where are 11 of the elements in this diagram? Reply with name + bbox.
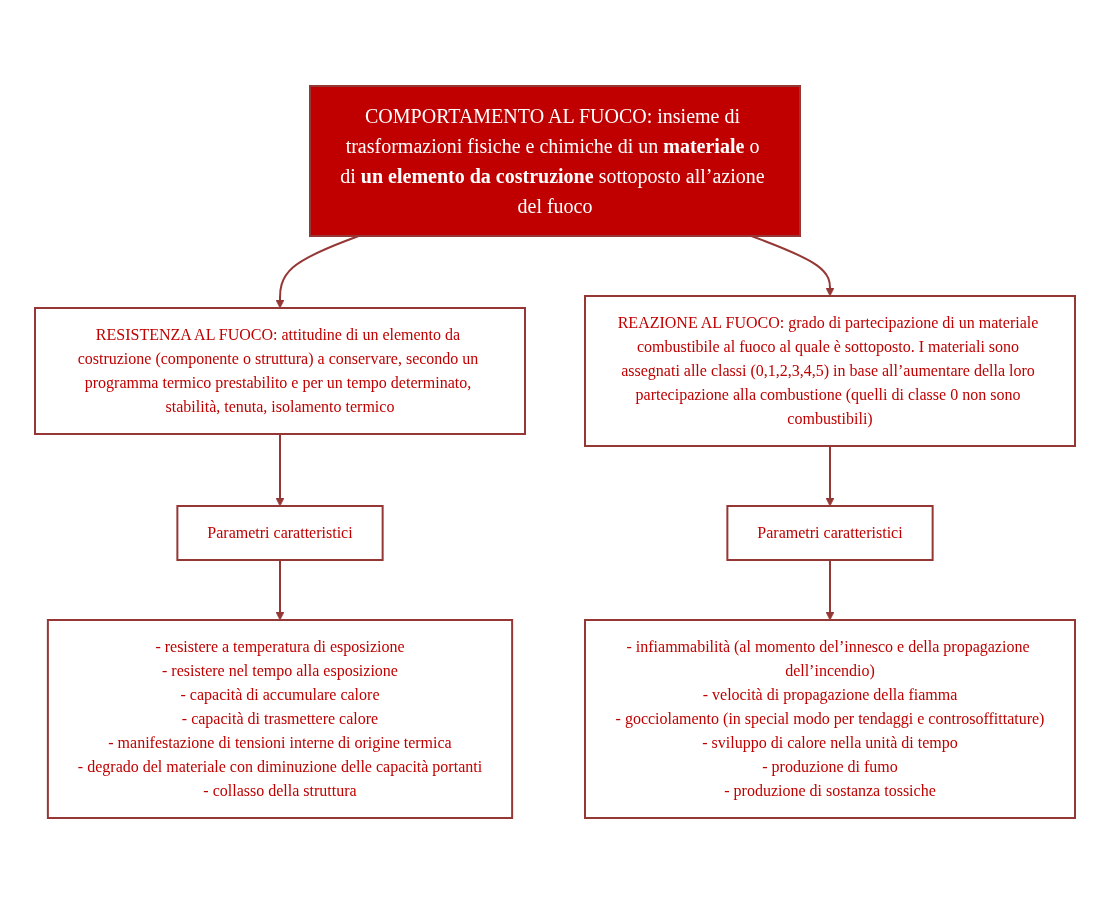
arrow	[275, 559, 284, 621]
node-box: - infiammabilità (al momento del’innesco e della propagazione dell’incendio) - velocità di propagazione della fiamma - gocciolamento (in special modo per tendaggi e controsoffittature) - sviluppo di calore nella unità di tempo - produzione di fumo - produzione di sostanza tossiche	[583, 619, 1076, 819]
arrow	[825, 445, 834, 507]
node-box: Parametri caratteristici	[175, 505, 384, 561]
node-box: REAZIONE AL FUOCO: grado di partecipazione di un materiale combustibile al fuoco al quale è sottoposto. I materiali sono assegnati alle classi (0,1,2,3,4,5) in base all’aumentare della loro partecipazione alla combustione (quelli di classe 0 non sono combustibili)	[583, 295, 1076, 447]
node-box: RESISTENZA AL FUOCO: attitudine di un elemento da costruzione (componente o struttura) a conservare, secondo un programma termico prestabilito e per un tempo determinato, stabilità, tenuta, isolamento termico	[33, 307, 526, 435]
node-box: COMPORTAMENTO AL FUOCO: insieme di trasformazioni fisiche e chimiche di un materiale o di un elemento da costruzione sottoposto all’azione del fuoco	[308, 85, 801, 237]
node-box: Parametri caratteristici	[725, 505, 934, 561]
node-box: - resistere a temperatura di esposizione - resistere nel tempo alla esposizione - capacità di accumulare calore - capacità di trasmettere calore - manifestazione di tensioni interne di origine termica - degrado del materiale con diminuzione delle capacità portanti - collasso della struttura	[46, 619, 513, 819]
arrow	[275, 433, 284, 507]
arrow	[825, 559, 834, 621]
